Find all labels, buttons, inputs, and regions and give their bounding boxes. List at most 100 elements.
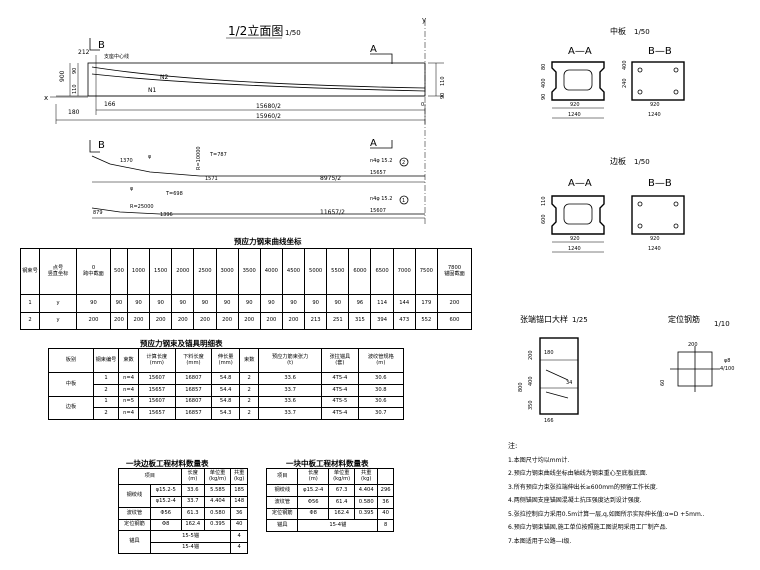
- side-qty-cell: 185: [230, 484, 248, 497]
- positioning-title: 定位钢筋: [668, 314, 700, 324]
- anchor-cell: 30.8: [357, 383, 405, 397]
- pos-spacing: 4/100: [720, 366, 734, 372]
- note-line: 5.张拉控制应力采用0.5m计算一层,q,如图所示实际伸长值:α=D +5mm.…: [508, 510, 705, 518]
- anchor-cell: n=4: [117, 383, 140, 397]
- anchor-cell: 15607: [138, 372, 176, 385]
- anchor-cell: 2: [93, 407, 119, 420]
- anchor-cell: 2: [239, 372, 260, 385]
- note-line: 7.本图适用于公路—I级.: [508, 537, 572, 545]
- tendon1-ang: φ: [130, 186, 134, 192]
- side-qty-cell: 锚具: [118, 530, 151, 554]
- tendon1-mark: 1: [402, 198, 405, 204]
- coord-cell: 90: [326, 294, 350, 313]
- coord-cell: 90: [126, 294, 151, 313]
- coord-cell: 90: [109, 294, 128, 313]
- tendon1-t: T=698: [165, 191, 183, 197]
- tendon1-len-full: 15607: [370, 208, 386, 214]
- mid-bb-label: B—B: [648, 46, 672, 57]
- side-qty-cell: 33.6: [180, 484, 205, 497]
- pos-60: 60: [660, 380, 666, 386]
- note-line: 3.所有预应力束张拉端伸出长≥600mm的预留工作长度.: [508, 483, 658, 491]
- notes-title: 注:: [508, 442, 518, 450]
- coord-cell: 315: [348, 311, 372, 330]
- coord-cell: 200: [149, 311, 173, 330]
- mid-bb-920: 920: [650, 102, 660, 108]
- mid-qty-head-blank: [377, 468, 394, 485]
- anchor-head: 束数: [117, 348, 140, 373]
- anchor-head: 预应力筋束张力 (t): [258, 348, 323, 373]
- coord-cell: 90: [215, 294, 239, 313]
- anchor-head: 伸长量 (mm): [211, 348, 241, 373]
- coord-head-corner: 点号 竖直坐标: [39, 248, 77, 295]
- note-line: 2.预应力钢束曲线坐标由轴线为钢束重心至底板底面.: [508, 470, 648, 477]
- side-qty-cell: 4: [230, 530, 248, 543]
- coord-head-c7: 4000: [259, 248, 283, 295]
- coord-head-c2: 1500: [149, 248, 173, 295]
- tendon2-len: 8975/2: [320, 175, 341, 182]
- anchor-cell: 33.6: [258, 395, 323, 409]
- side-qty-cell: 148: [230, 495, 248, 508]
- coord-cell: 200: [171, 311, 195, 330]
- side-qty-cell: φ15.2-4: [149, 495, 182, 508]
- coord-row2-no: 2: [20, 311, 40, 330]
- tendon2-len-full: 15657: [370, 170, 386, 176]
- tendon2-spec: n4φ 15.2: [370, 158, 392, 164]
- anchor-detail-scale: 1/25: [572, 316, 588, 324]
- side-qty-cell: 15-4锚: [149, 541, 232, 554]
- mid-qty-cell: Φ8: [297, 507, 330, 521]
- side-qty-row: 波纹管 Φ56 61.3 0.580 36: [118, 507, 248, 520]
- mid-qty-cell: 40: [377, 507, 394, 521]
- coord-corner-a: 点号: [52, 265, 64, 272]
- dim-zero: 0: [421, 102, 424, 108]
- side-qty-head: 项目: [118, 468, 182, 485]
- coord-cell: 213: [304, 311, 328, 330]
- mid-qty-cell: 36: [377, 495, 394, 509]
- mid-qty-cell: 4.404: [354, 484, 379, 497]
- dim-half-a: 15680/2: [256, 103, 281, 110]
- section-mark-b: B: [98, 40, 105, 51]
- coord-cell: 90: [149, 294, 173, 313]
- anchor-cell: 16807: [174, 395, 213, 409]
- side-qty-head: 单位重 (kg/m): [203, 468, 232, 485]
- anchor-cell: 中板: [48, 372, 94, 397]
- side-qty-caption: 一块边板工程材料数量表: [126, 459, 209, 468]
- anchor-180: 180: [544, 350, 554, 356]
- mid-qty-head: 共重 (kg): [354, 468, 379, 485]
- tendon2-d2: 1571: [205, 176, 218, 182]
- mid-aa-90: 90: [541, 94, 547, 100]
- anchor-cell: n=5: [117, 395, 140, 409]
- side-qty-cell: 波纹管: [118, 507, 151, 520]
- pos-phi: φ8: [724, 358, 730, 364]
- mid-aa-400: 400: [541, 78, 547, 88]
- mid-aa-80: 80: [541, 64, 547, 70]
- mid-plate-scale: 1/50: [634, 28, 650, 36]
- anchor-cell: 4T5-4: [321, 383, 359, 397]
- mid-qty-cell: 162.4: [328, 507, 356, 521]
- notes-block: 注: 1.本图尺寸均以mm计. 2.预应力钢束曲线坐标由轴线为钢束重心至底板底面…: [508, 440, 758, 548]
- anchor-cell: 2: [239, 383, 260, 397]
- tendon1-d4: 1396: [160, 212, 173, 218]
- side-aa-600: 600: [541, 214, 547, 224]
- side-qty-row: 15-4锚 4: [119, 541, 248, 554]
- tendon-n1-label: N1: [148, 87, 156, 94]
- coord-table: 钢束号 点号 竖直坐标 0 跨中截面 500 1000 1500 2000 25…: [20, 248, 473, 330]
- side-qty-cell: 钢绞线: [118, 484, 151, 508]
- mid-qty-cell: 61.4: [328, 495, 356, 509]
- anchor-cell: 15607: [138, 395, 176, 409]
- coord-cell: 200: [281, 311, 306, 330]
- coord-cell: 90: [259, 294, 283, 313]
- mid-qty-row: 定位钢筋 Φ8 162.4 0.395 40: [265, 507, 394, 521]
- coord-cell: 200: [436, 294, 473, 313]
- coord-cell: 114: [370, 294, 394, 313]
- side-qty-cell: 15-5锚: [149, 530, 232, 543]
- anchor-header-row: 板别 钢束编号 束数 计算长度 (mm) 下料长度 (mm) 伸长量 (mm) …: [48, 348, 405, 373]
- pos-200: 200: [688, 342, 698, 348]
- coord-cell: 144: [392, 294, 416, 313]
- anchor-cell: 16857: [174, 383, 213, 397]
- coord-head-no: 钢束号: [20, 248, 40, 295]
- coord-row2-zero: 200: [76, 311, 111, 330]
- dim-212: 212: [78, 49, 90, 56]
- side-aa-110: 110: [541, 196, 547, 206]
- coord-row1-v: y: [39, 294, 77, 313]
- tendon1-d3: 879: [93, 210, 103, 216]
